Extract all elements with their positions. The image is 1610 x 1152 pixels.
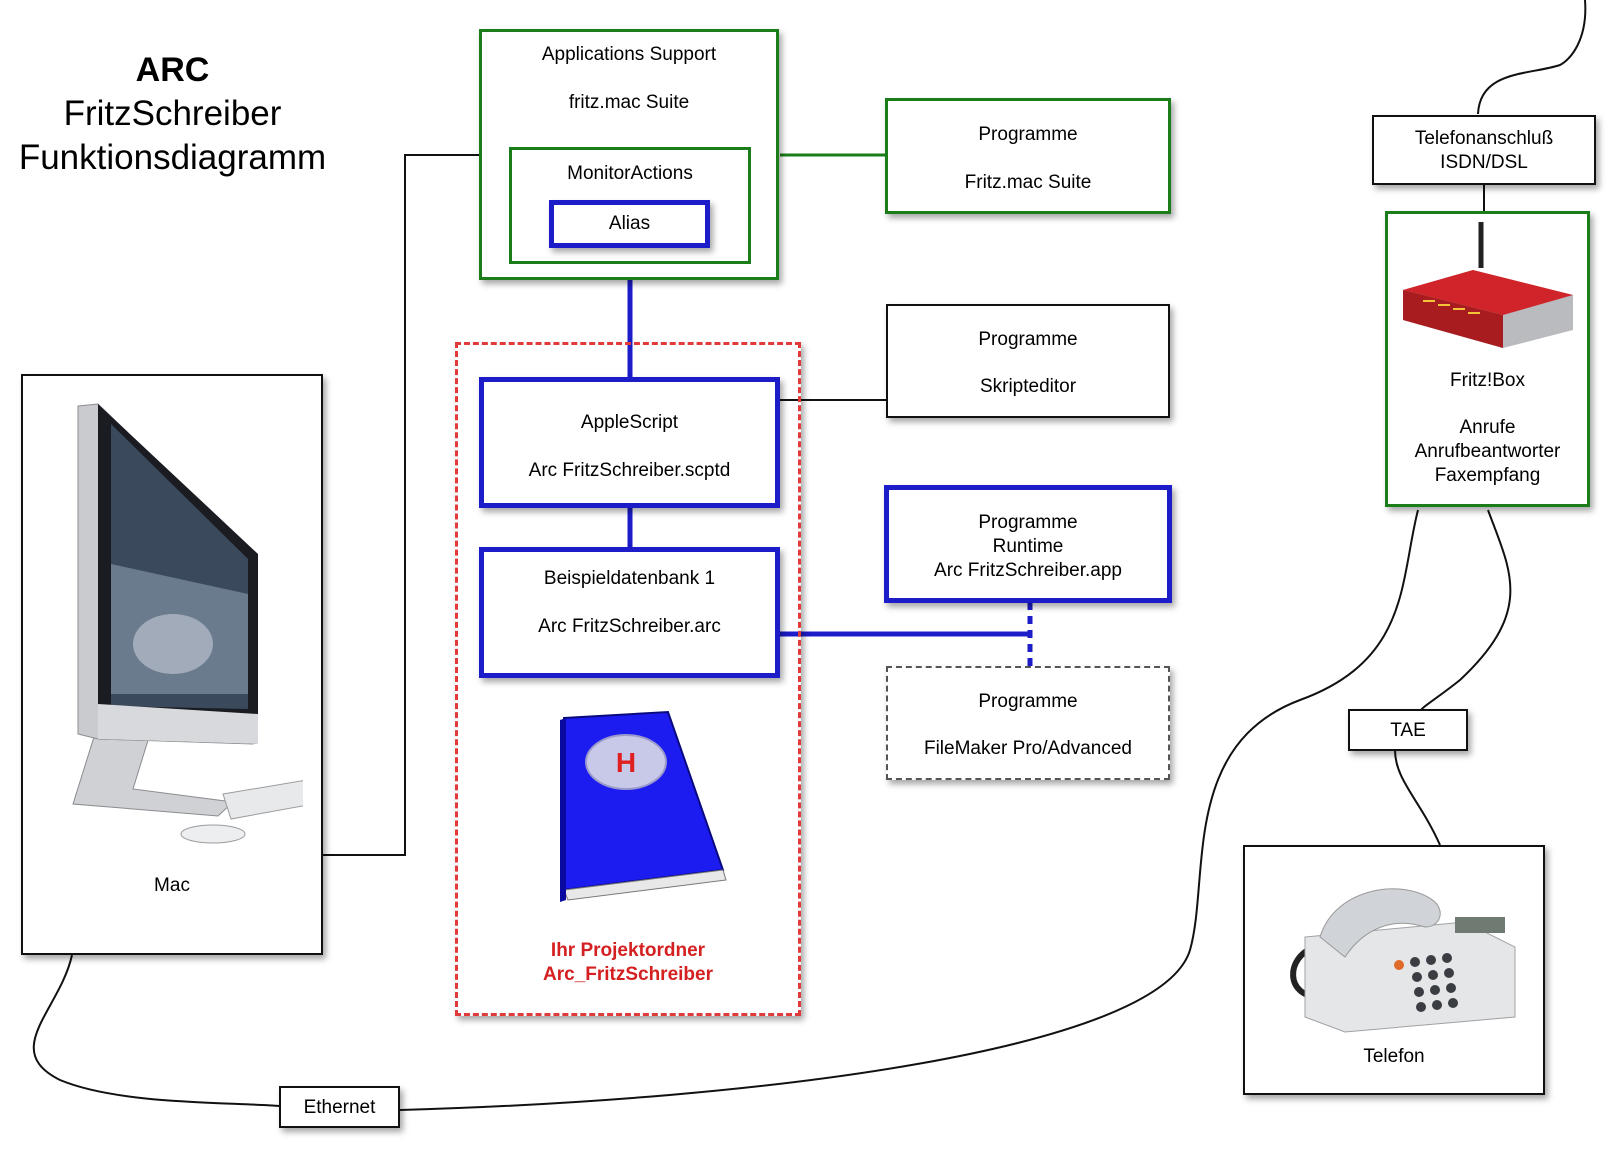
fritzbox-box: Fritz!Box Anrufe Anrufbeantworter Faxemp… [1385,211,1590,507]
beispieldatenbank-label-2: Arc FritzSchreiber.arc [538,616,721,637]
fritzbox-to-tae-line [1419,509,1512,713]
diagram-title: ARC FritzSchreiber Funktionsdiagramm [0,48,345,180]
mac-label: Mac [154,875,190,896]
beispieldatenbank-box: Beispieldatenbank 1 Arc FritzSchreiber.a… [479,547,780,678]
programme-fritzmac-box: Programme Fritz.mac Suite [885,98,1171,214]
programme-filemaker-box: Programme FileMaker Pro/Advanced [886,666,1170,780]
app-support-label-1: Applications Support [541,44,717,65]
programme-runtime-label-2: Runtime [992,536,1064,557]
telefonanschluss-label-1: Telefonanschluß [1414,128,1554,149]
mac-box: Mac [21,374,323,955]
imac-icon [72,403,303,844]
programme-filemaker-label-2: FileMaker Pro/Advanced [923,738,1133,759]
router-icon [1403,222,1573,348]
book-icon: H [560,710,727,902]
programme-skripteditor-label-1: Programme [978,329,1078,350]
monitor-actions-label: MonitorActions [567,163,693,184]
programme-skripteditor-box: Programme Skripteditor [886,304,1170,418]
beispieldatenbank-label-1: Beispieldatenbank 1 [543,568,716,589]
telefon-label: Telefon [1363,1046,1425,1067]
telefonanschluss-box: Telefonanschluß ISDN/DSL [1372,115,1596,185]
applescript-label-2: Arc FritzSchreiber.scptd [528,460,731,481]
programme-fritzmac-label-2: Fritz.mac Suite [964,172,1092,193]
app-support-label-2: fritz.mac Suite [568,92,690,113]
tae-box: TAE [1348,709,1468,751]
projektordner-label-1: Ihr Projektordner [550,940,706,961]
telefon-box: Telefon [1243,845,1545,1095]
programme-filemaker-label-1: Programme [978,691,1078,712]
projektordner-label-2: Arc_FritzSchreiber [542,964,713,985]
fritzbox-label-1: Fritz!Box [1450,370,1525,391]
tae-label: TAE [1390,720,1426,741]
alias-box: Alias [549,200,710,248]
programme-runtime-box: Programme Runtime Arc FritzSchreiber.app [884,485,1172,603]
alias-label: Alias [608,213,651,234]
programme-runtime-label-3: Arc FritzSchreiber.app [934,560,1122,581]
mac-to-app-support-line [322,154,482,856]
ethernet-box: Ethernet [279,1086,400,1128]
title-line-1: ARC [135,51,210,89]
fritzbox-label-4: Faxempfang [1434,465,1541,486]
fritzbox-label-2: Anrufe [1459,417,1516,438]
title-line-2: FritzSchreiber [63,94,282,133]
applescript-label-1: AppleScript [580,412,679,433]
ethernet-label: Ethernet [303,1097,376,1118]
title-line-3: Funktionsdiagramm [18,138,327,177]
telephone-icon [1290,888,1516,1033]
cable-top-line [1477,0,1587,115]
programme-runtime-label-1: Programme [978,512,1078,533]
telefonanschluss-label-2: ISDN/DSL [1440,152,1528,173]
mac-to-ethernet-line [32,954,281,1107]
tae-to-telefon-line [1394,749,1441,846]
fritzbox-to-ethernet-line [399,509,1419,1111]
programme-skripteditor-label-2: Skripteditor [979,376,1077,397]
fritzbox-label-3: Anrufbeantworter [1414,441,1561,462]
programme-fritzmac-label-1: Programme [978,124,1078,145]
projektordner-box: H Ihr Projektordner Arc_FritzSchreiber [455,342,801,1016]
book-letter: H [616,747,636,778]
applescript-box: AppleScript Arc FritzSchreiber.scptd [479,377,780,508]
